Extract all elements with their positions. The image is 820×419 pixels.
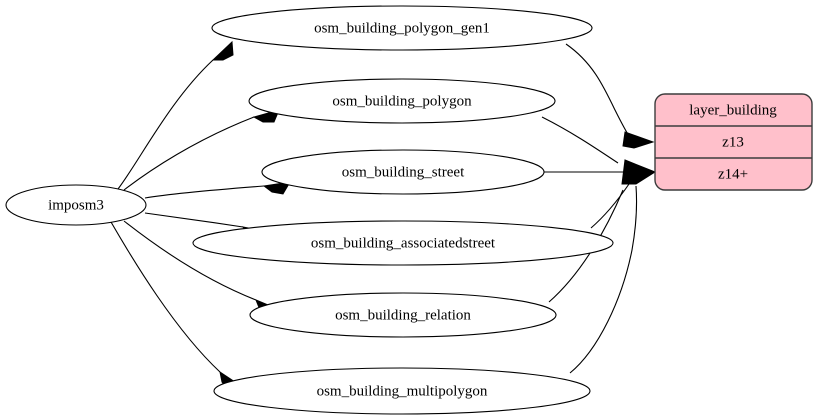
node-label-imposm3: imposm3 <box>48 197 104 213</box>
edge-imposm3-to-osm_building_multipolygon <box>110 221 221 373</box>
node-label-osm_building_relation: osm_building_relation <box>335 307 471 323</box>
edge-osm_building_associatedstreet-to-layer_building-z14 <box>590 183 630 229</box>
node-layer_building[interactable]: layer_building z13 z14+ <box>654 93 813 191</box>
node-shape-osm_building_polygon[interactable] <box>248 78 556 124</box>
node-osm_building_multipolygon[interactable]: osm_building_multipolygon <box>213 367 591 415</box>
edge-osm_building_polygon_gen1-to-layer_building-z13 <box>565 43 630 137</box>
edge-osm_building_polygon-to-layer_building-z14 <box>541 116 619 164</box>
node-osm_building_polygon[interactable]: osm_building_polygon <box>248 78 556 124</box>
node-osm_building_street[interactable]: osm_building_street <box>261 149 545 195</box>
node-group-tables: osm_building_polygon_gen1 osm_building_p… <box>192 5 614 415</box>
node-osm_building_polygon_gen1[interactable]: osm_building_polygon_gen1 <box>211 5 593 51</box>
node-shape-osm_building_polygon_gen1[interactable] <box>211 5 593 51</box>
arrowhead-imposm3-to-osm_building_polygon_gen1 <box>211 40 234 61</box>
node-shape-osm_building_associatedstreet[interactable] <box>192 220 614 266</box>
edge-imposm3-to-osm_building_street <box>144 185 265 199</box>
node-shape-osm_building_multipolygon[interactable] <box>213 367 591 415</box>
edge-imposm3-to-osm_building_polygon_gen1 <box>117 59 214 190</box>
node-shape-osm_building_street[interactable] <box>261 149 545 195</box>
record-row-layer_building-title: layer_building <box>689 102 777 118</box>
node-label-osm_building_street: osm_building_street <box>342 164 465 180</box>
record-shape-layer_building[interactable] <box>654 93 813 191</box>
node-shape-imposm3[interactable] <box>5 184 147 226</box>
arrowhead-tables-to-layer_building-z14 <box>621 159 657 185</box>
node-label-osm_building_polygon_gen1: osm_building_polygon_gen1 <box>314 20 490 36</box>
node-shape-osm_building_relation[interactable] <box>249 292 557 338</box>
edge-osm_building_multipolygon-to-layer_building-z14 <box>569 185 638 374</box>
node-label-osm_building_multipolygon: osm_building_multipolygon <box>317 383 488 399</box>
edge-imposm3-to-osm_building_relation <box>123 220 257 301</box>
record-row-layer_building-z14: z14+ <box>718 166 748 182</box>
edge-group-tables-to-layer <box>541 43 657 374</box>
node-osm_building_relation[interactable]: osm_building_relation <box>249 292 557 338</box>
arrowhead-osm_building_polygon_gen1-to-layer_building-z13 <box>622 131 655 149</box>
node-imposm3[interactable]: imposm3 <box>5 184 147 226</box>
node-label-osm_building_polygon: osm_building_polygon <box>332 93 472 109</box>
edge-imposm3-to-osm_building_associatedstreet <box>144 212 244 228</box>
edge-imposm3-to-osm_building_polygon <box>123 116 255 191</box>
record-row-layer_building-z13: z13 <box>722 134 744 150</box>
node-osm_building_associatedstreet[interactable]: osm_building_associatedstreet <box>192 220 614 266</box>
node-label-osm_building_associatedstreet: osm_building_associatedstreet <box>311 235 496 251</box>
